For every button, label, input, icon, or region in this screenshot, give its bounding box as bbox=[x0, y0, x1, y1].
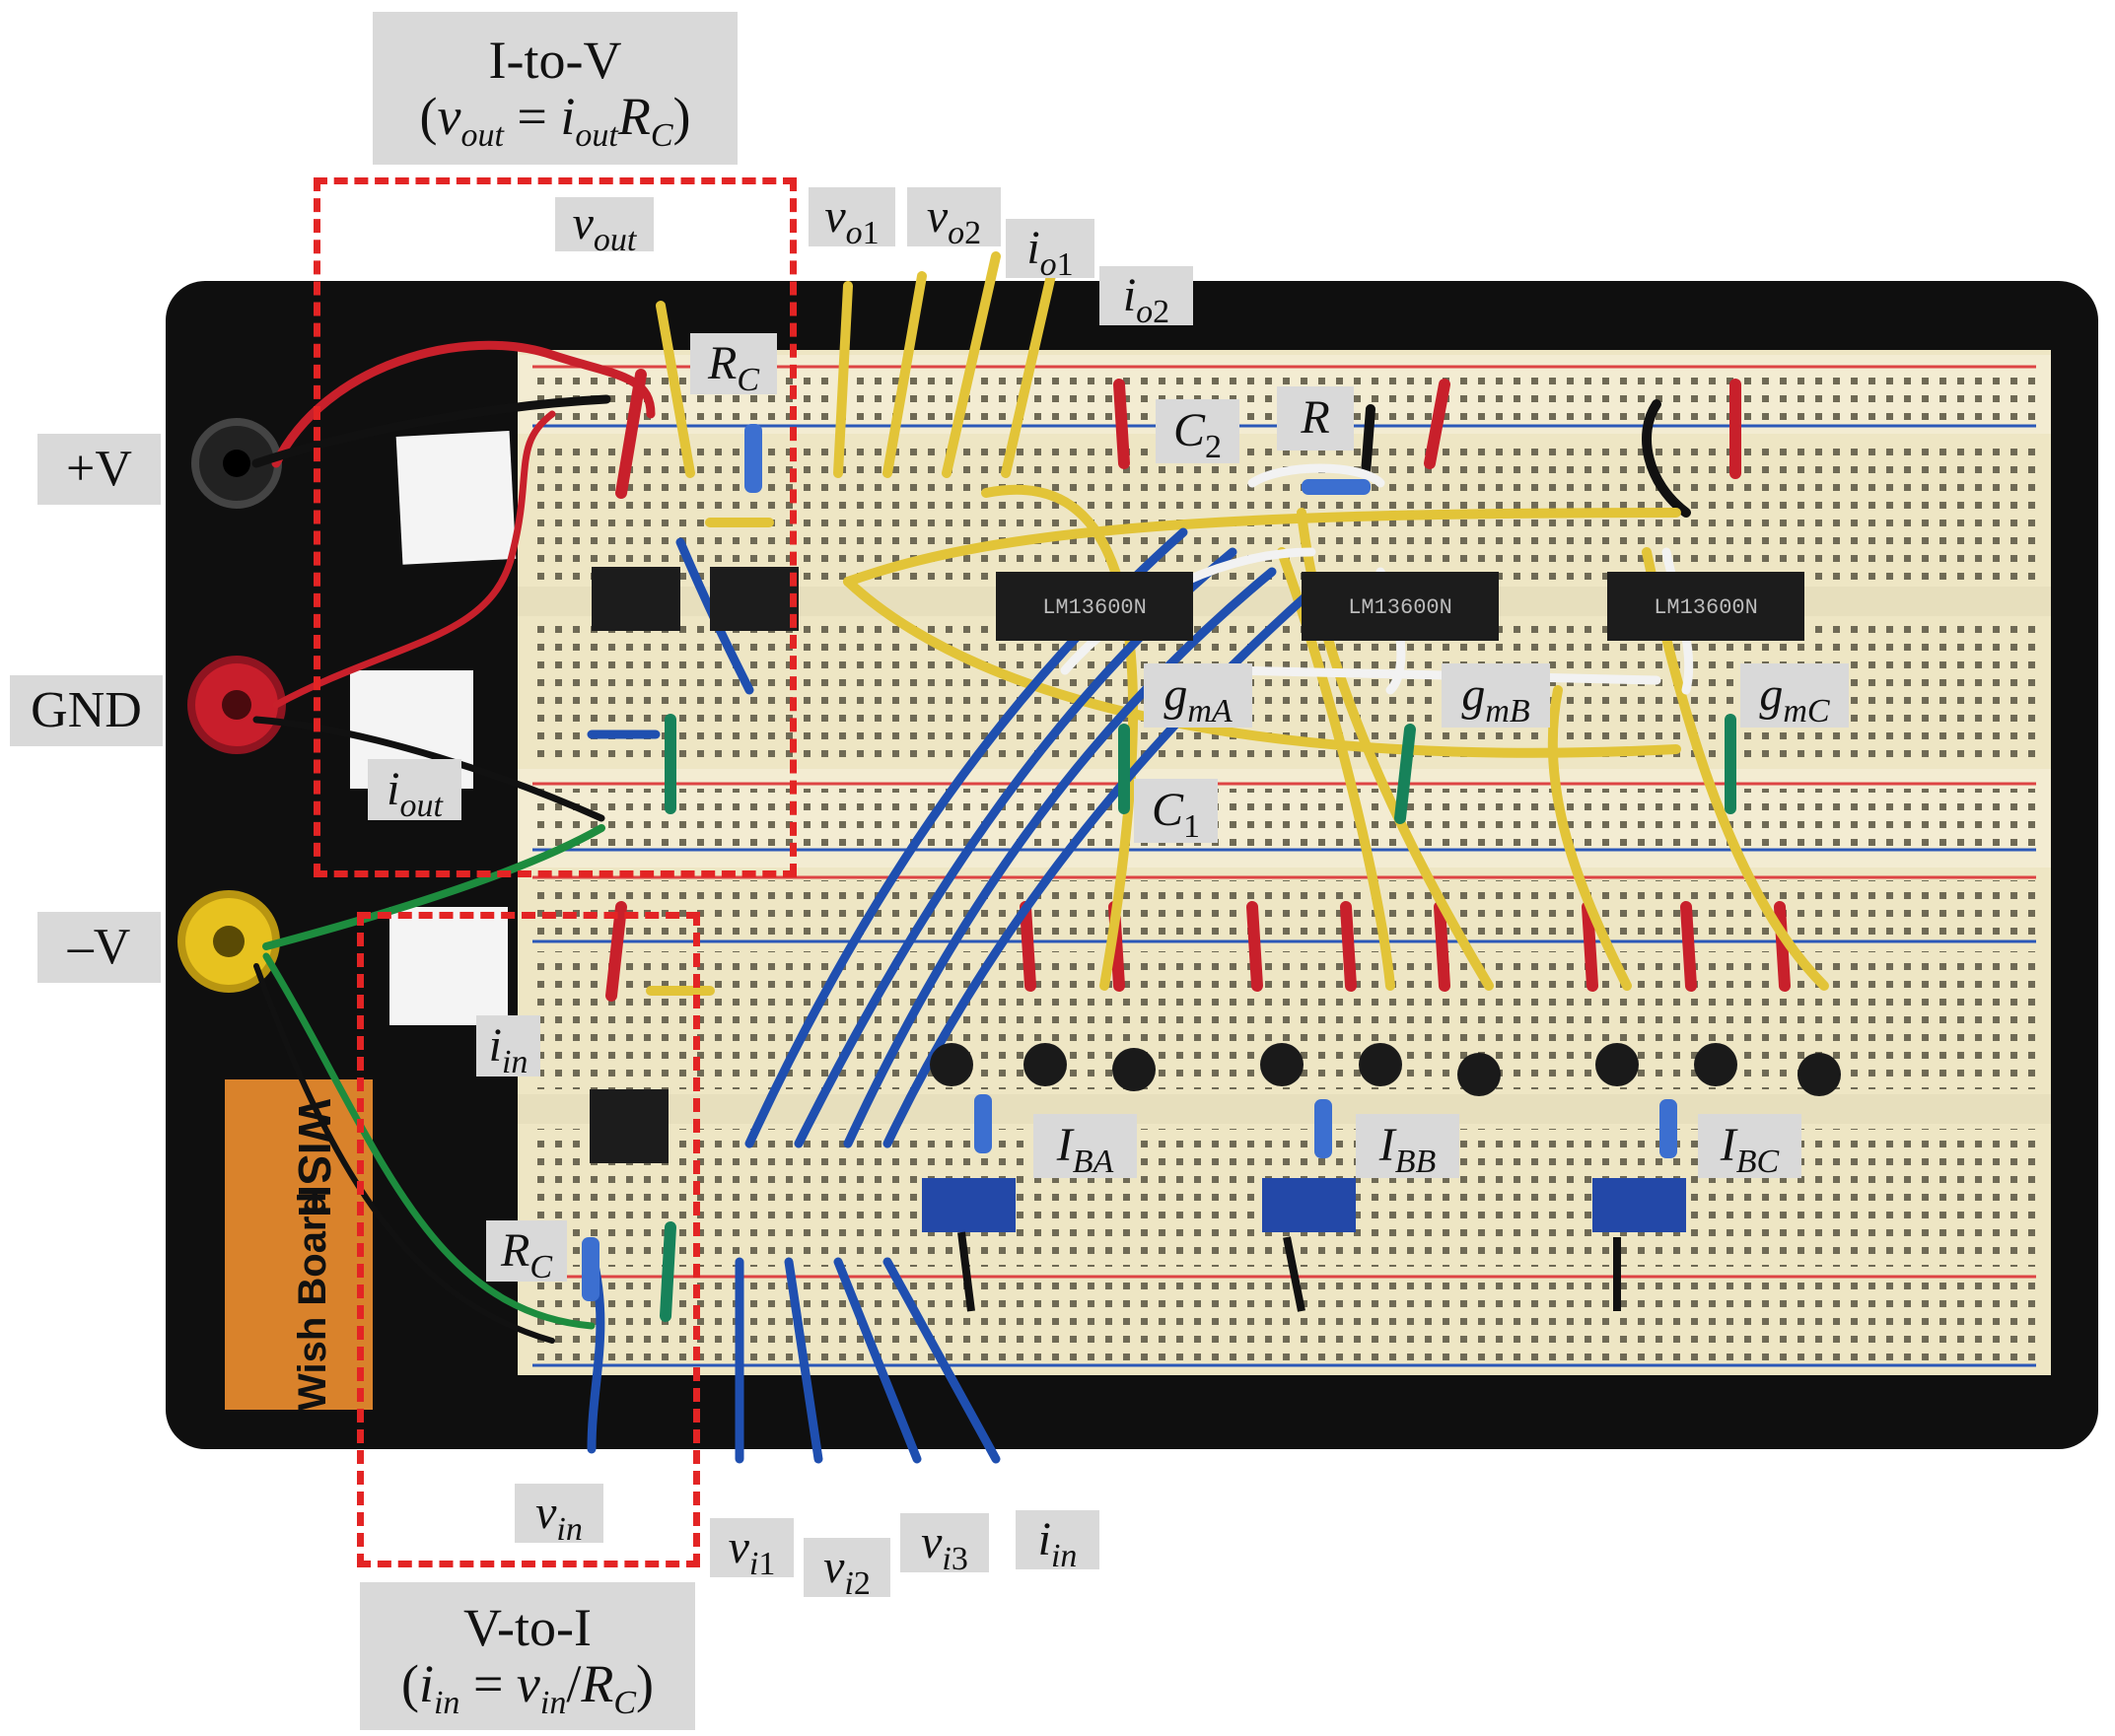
i-to-v-title: I-to-V (vout = ioutRC) bbox=[373, 12, 738, 165]
minus-v-label: –V bbox=[37, 912, 161, 983]
vin-label: vin bbox=[515, 1484, 603, 1546]
plus-v-label: +V bbox=[37, 434, 161, 505]
i-to-v-box bbox=[314, 177, 797, 877]
transistors bbox=[930, 1043, 1841, 1096]
io1-label: io1 bbox=[1006, 219, 1094, 281]
breadboard-body bbox=[518, 350, 2051, 1375]
ibc-label: IBC bbox=[1698, 1114, 1801, 1179]
svg-text:LM13600N: LM13600N bbox=[1654, 595, 1758, 620]
rc-top-label: RC bbox=[690, 333, 777, 396]
gma-label: gmA bbox=[1144, 663, 1252, 729]
svg-text:LM13600N: LM13600N bbox=[1042, 595, 1147, 620]
v-to-i-title: V-to-I (iin = vin/RC) bbox=[360, 1582, 695, 1730]
gnd-label: GND bbox=[10, 675, 163, 746]
io2-label: io2 bbox=[1099, 266, 1193, 328]
vi1-label: vi1 bbox=[710, 1518, 794, 1580]
iin-bottom-label: iin bbox=[1016, 1510, 1099, 1572]
gmb-label: gmB bbox=[1442, 663, 1550, 729]
iout-label: iout bbox=[368, 759, 461, 822]
vi3-label: vi3 bbox=[900, 1513, 989, 1575]
r-label: R bbox=[1277, 386, 1354, 451]
resistors bbox=[582, 424, 1677, 1301]
capacitors-green bbox=[660, 714, 1736, 1322]
trimmer-pots bbox=[922, 1178, 1686, 1312]
power-wires bbox=[251, 340, 1791, 1344]
iin-left-label: iin bbox=[476, 1015, 540, 1078]
svg-text:WISH: WISH bbox=[289, 1099, 340, 1217]
vout-label: vout bbox=[555, 197, 654, 257]
svg-text:LM13600N: LM13600N bbox=[1348, 595, 1452, 620]
vo2-label: vo2 bbox=[907, 187, 1001, 249]
iba-label: IBA bbox=[1033, 1114, 1137, 1179]
ic-chips: LM13600N LM13600N LM13600N bbox=[590, 567, 1804, 1163]
vi2-label: vi2 bbox=[804, 1538, 890, 1600]
vo1-label: vo1 bbox=[809, 187, 895, 249]
rc-bottom-label: RC bbox=[486, 1220, 567, 1284]
svg-text:Wish Board: Wish Board bbox=[291, 1192, 334, 1411]
c1-label: C1 bbox=[1134, 779, 1218, 844]
ibb-label: IBB bbox=[1356, 1114, 1459, 1179]
board-logo: WISH Wish Board bbox=[225, 1079, 373, 1411]
c2-label: C2 bbox=[1156, 399, 1239, 464]
gmc-label: gmC bbox=[1740, 663, 1849, 729]
v-to-i-box bbox=[357, 912, 700, 1567]
